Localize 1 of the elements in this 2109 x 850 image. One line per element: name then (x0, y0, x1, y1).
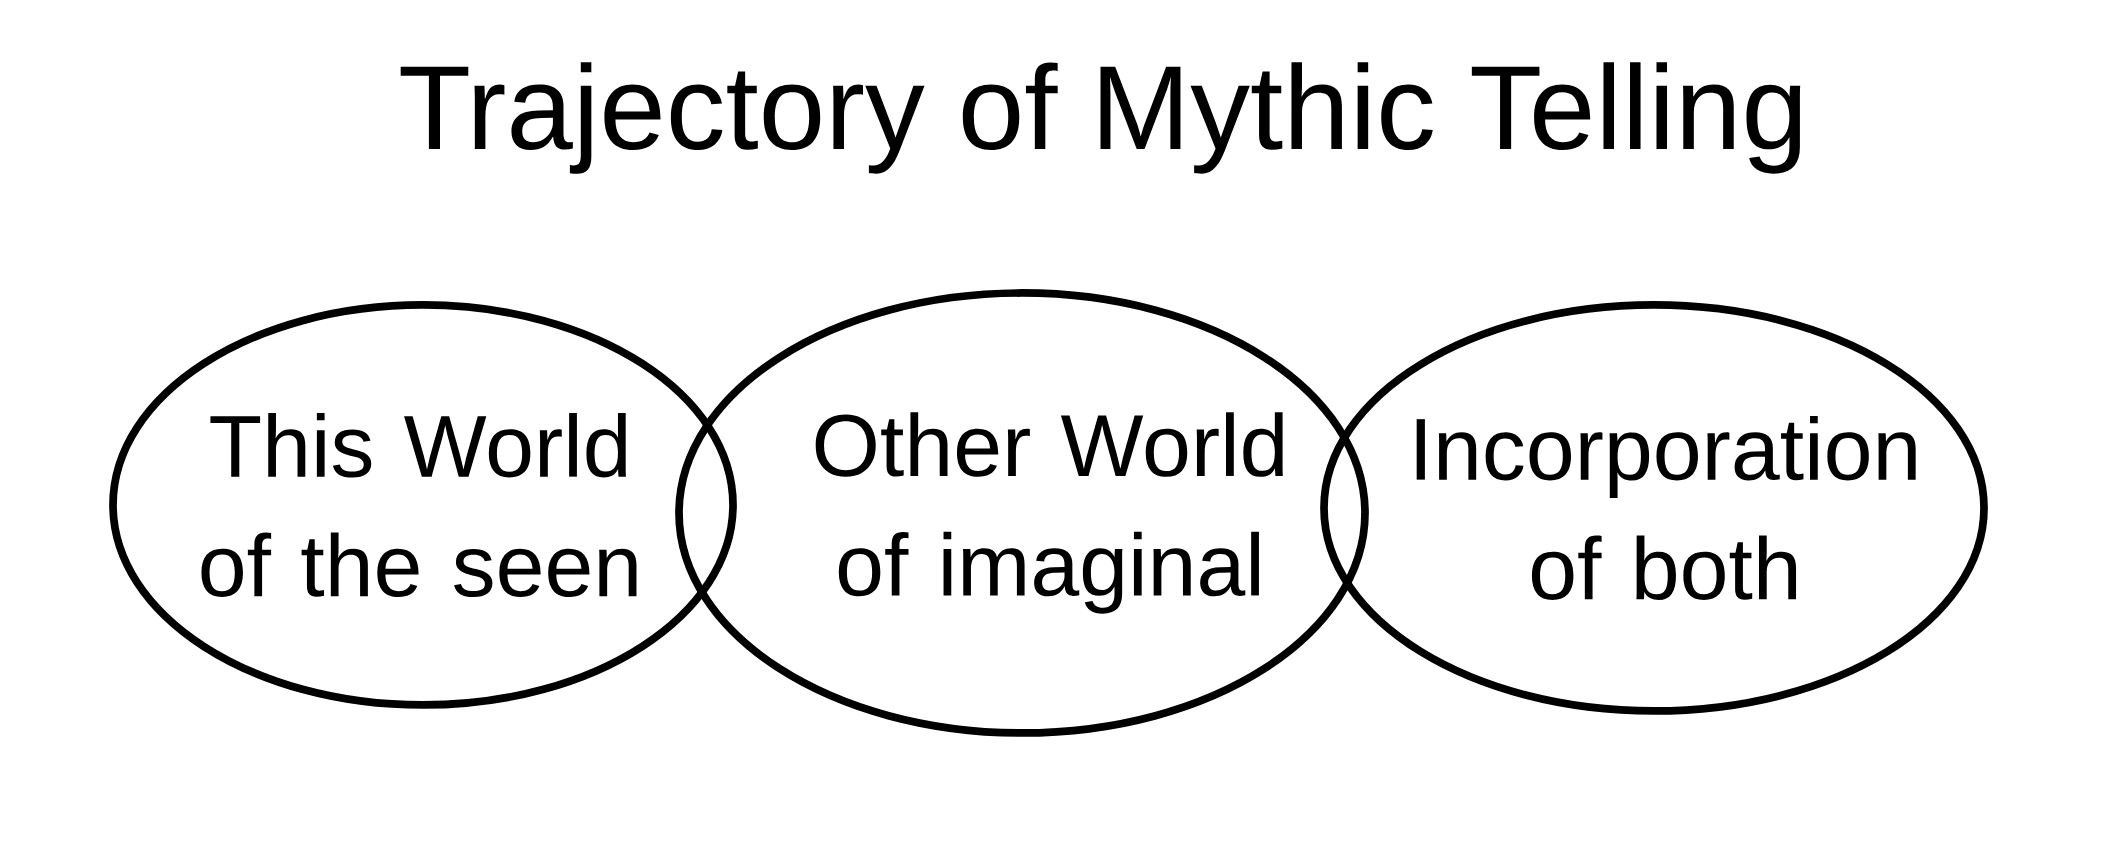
title: Trajectory of Mythic Telling (400, 62, 1801, 174)
